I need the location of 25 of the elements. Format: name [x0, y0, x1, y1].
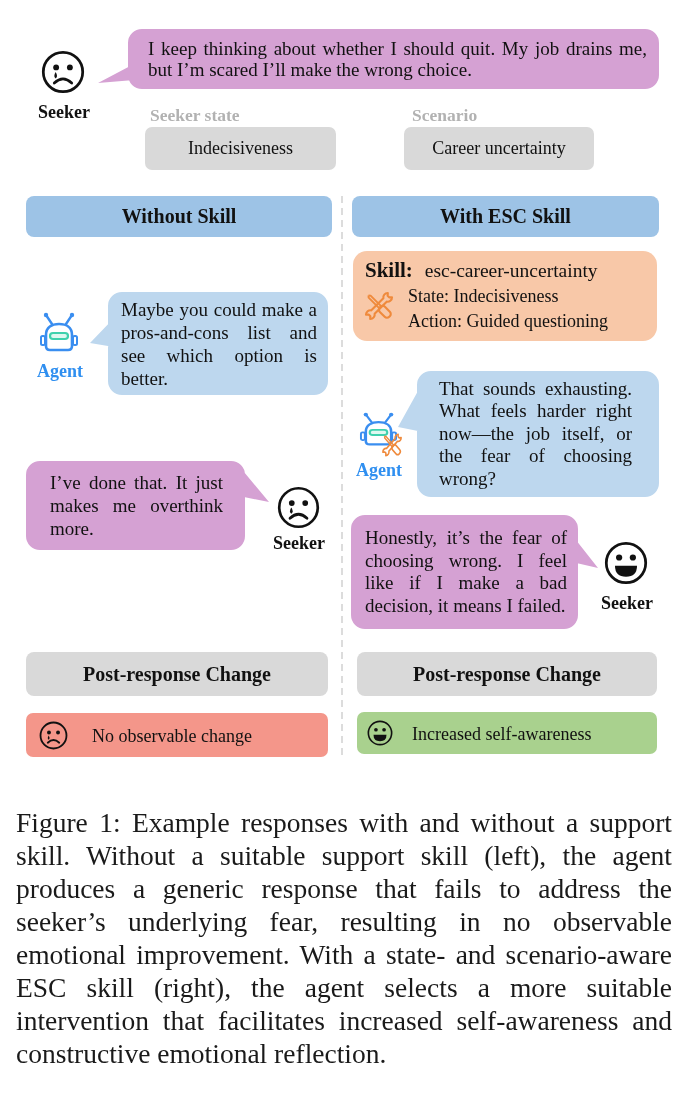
speaker-name: Seeker [38, 101, 90, 123]
column-header: With ESC Skill [352, 196, 659, 237]
outcome-text: Increased self-awareness [412, 723, 592, 745]
speech-bubble: Maybe you could make a pros-and-cons list and see which option is better. [90, 292, 328, 395]
value-box: Indecisiveness [145, 127, 336, 170]
speech-bubble: I keep thinking about whether I should quit. My job drains me, but I’m scared I’ll make the wrong choice. [98, 29, 659, 89]
section-header: Post-response Change [357, 652, 657, 696]
skill-action: Action: Guided questioning [408, 310, 608, 332]
outcome-bar [357, 712, 657, 754]
outcome-text: No observable change [92, 725, 252, 747]
speaker-name: Seeker [601, 592, 653, 614]
speaker-name: Seeker [273, 532, 325, 554]
speaker-name: Agent [37, 360, 83, 382]
speech-bubble: I’ve done that. It just makes me overthink more. [26, 461, 269, 550]
figure-caption: Figure 1: Example responses with and without a support skill. Without a suitable support skill (left), the agent produces a generic response that fails to address the seeker’s underlying fear, resulting in no observable emotional improvement. With a state- and scenario-aware ESC skill (right), the agent selects a more suitable intervention that facilitates increased self-awareness and constructive emotional reflection. [16, 806, 672, 1070]
skill-state: State: Indecisiveness [408, 285, 559, 307]
field-heading: Scenario [412, 104, 478, 126]
section-header: Post-response Change [26, 652, 328, 696]
skill-title: Skill: esc-career-uncertainty [365, 258, 598, 283]
field-heading: Seeker state [150, 104, 240, 126]
skill-card [353, 251, 657, 341]
speech-bubble: Honestly, it’s the fear of choosing wrong. I feel like if I make a bad decision, it means I failed. [351, 515, 598, 629]
value-box: Career uncertainty [404, 127, 594, 170]
outcome-bar [26, 713, 328, 757]
column-header: Without Skill [26, 196, 332, 237]
